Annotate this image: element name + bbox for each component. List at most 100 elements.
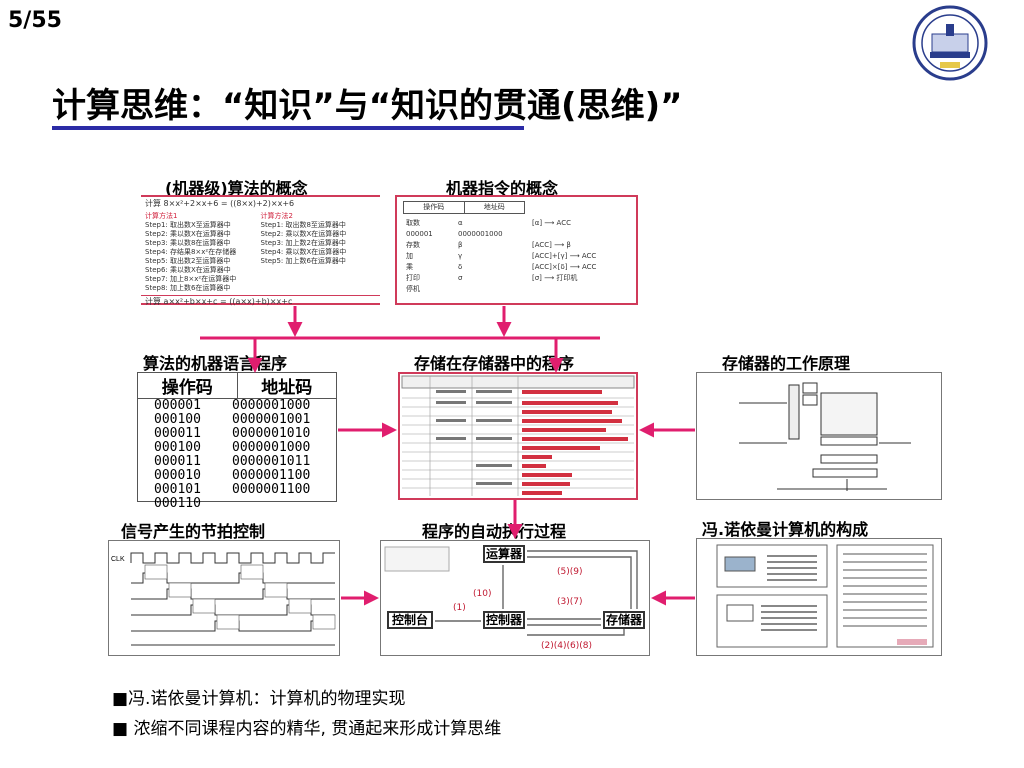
flow-label: (3)(7) <box>557 597 583 607</box>
instruction-name: 加 <box>406 252 413 260</box>
bullet-item: ■冯.诺依曼计算机：计算机的物理实现 <box>112 689 406 709</box>
instruction-col-opcode: 操作码 <box>404 202 465 213</box>
instruction-panel-title: 机器指令的概念 <box>446 179 559 198</box>
instruction-name: 取数 <box>406 219 420 227</box>
method2-step: Step1: 取出数8至运算器中 <box>260 221 346 229</box>
opcode-cell: 000011 <box>154 426 201 441</box>
flow-label: (5)(9) <box>557 567 583 577</box>
opcode-cell: 000100 <box>154 412 201 427</box>
method1-step: Step2: 乘以数X在运算器中 <box>145 230 231 238</box>
algorithm-formula-top: 计算 8×x²+2×x+6 = ((8×x)+2)×x+6 <box>145 199 295 208</box>
flow-label: (1) <box>453 603 466 613</box>
algorithm-panel-title: (机器级)算法的概念 <box>165 179 308 198</box>
address-cell: 0000001010 <box>232 426 311 441</box>
method1-step: Step8: 加上数6在运算器中 <box>145 284 231 292</box>
table-row: 加 γ [ACC]+[γ] ⟶ ACC <box>405 251 597 262</box>
auto-execution-panel-title: 程序的自动执行过程 <box>422 522 567 541</box>
table-row: 000101 0000001100 <box>138 483 336 497</box>
timing-diagram: CLK <box>111 552 336 646</box>
instruction-effect: [ACC] ⟶ β <box>532 241 571 249</box>
stored-program-panel <box>398 372 638 500</box>
method2-step: Step3: 加上数2在运算器中 <box>260 239 346 247</box>
instruction-table: 取数 α [α] ⟶ ACC 000001 0000001000 存数 β [ACC] ⟶… <box>405 218 597 295</box>
table-row: 000001 0000001000 <box>405 229 597 240</box>
method1-step: Step5: 取出数2至运算器中 <box>145 257 231 265</box>
table-row: 存数 β [ACC] ⟶ β <box>405 240 597 251</box>
address-cell: 0000001011 <box>232 454 311 469</box>
auto-execution-arrows <box>384 546 638 636</box>
memory-principle-panel <box>696 372 942 500</box>
instruction-col-address: 地址码 <box>483 203 505 211</box>
flow-label: (2)(4)(6)(8) <box>541 641 592 651</box>
instruction-operand: α <box>458 219 463 227</box>
algorithm-panel: 计算 8×x²+2×x+6 = ((8×x)+2)×x+6 计算方法1 Step… <box>141 195 380 307</box>
stored-program-panel-title: 存储在存储器中的程序 <box>414 354 575 373</box>
memory-principle-diagram <box>739 382 911 491</box>
address-cell: 0000001000 <box>232 398 311 413</box>
von-neumann-panel-title: 冯.诺依曼计算机的构成 <box>702 520 869 539</box>
instruction-panel: 操作码 地址码 取数 α [α] ⟶ ACC 000001 0000001000 存数… <box>395 195 638 305</box>
clk-label: CLK <box>111 556 125 563</box>
opcode-cell: 000001 <box>154 398 201 413</box>
method2-step: Step4: 乘以数X在运算器中 <box>260 248 347 256</box>
machine-program-header: 操作码 地址码 <box>138 373 336 399</box>
opcode-cell: 000100 <box>154 440 201 455</box>
method1-step: Step6: 乘以数X在运算器中 <box>145 266 231 274</box>
instruction-name: 乘 <box>406 263 413 271</box>
opcode-cell: 000010 <box>154 468 201 483</box>
machine-program-col-opcode: 操作码 <box>138 373 238 398</box>
instruction-operand: β <box>458 241 463 249</box>
table-row: 停机 <box>405 284 597 295</box>
address-cell: 0000001001 <box>232 412 311 427</box>
table-row: 000011 0000001010 <box>138 427 336 441</box>
table-row: 000100 0000001001 <box>138 413 336 427</box>
auto-execution-panel: 运算器 控制台 控制器 存储器 (5)(9) (10) (1) (3)(7) (… <box>380 540 650 656</box>
method1-step: Step3: 乘以数8在运算器中 <box>145 239 231 247</box>
title-underline <box>52 126 524 130</box>
page-number: 5/55 <box>8 8 62 33</box>
opcode-cell: 000110 <box>154 496 201 511</box>
stored-program-table-graphic <box>401 375 635 496</box>
address-cell: 0000001100 <box>232 468 311 483</box>
method2-title: 计算方法2 <box>260 212 293 220</box>
instruction-effect: [ACC]×[δ] ⟶ ACC <box>532 263 597 271</box>
algorithm-formula-bottom: 计算 a×x²+b×x+c = ((a×x)+b)×x+c <box>141 295 380 307</box>
method2-step: Step5: 加上数6在运算器中 <box>260 257 346 265</box>
method1-title: 计算方法1 <box>145 212 178 220</box>
opcode-cell: 000101 <box>154 482 201 497</box>
instruction-operand: σ <box>458 274 463 282</box>
method1-step: Step4: 存结果8×x²在存储器 <box>145 248 237 256</box>
memory-principle-panel-title: 存储器的工作原理 <box>722 354 851 373</box>
memory-unit: 存储器 <box>603 611 645 629</box>
flow-label: (10) <box>473 589 492 599</box>
instruction-name: 存数 <box>406 241 420 249</box>
bullet-text: 冯.诺依曼计算机：计算机的物理实现 <box>128 689 406 709</box>
signal-timing-panel: CLK <box>108 540 340 656</box>
instruction-operand: δ <box>458 263 463 271</box>
opcode-cell: 000011 <box>154 454 201 469</box>
von-neumann-diagram <box>716 544 934 648</box>
instruction-operand: γ <box>458 252 463 260</box>
console-unit: 控制台 <box>387 611 433 629</box>
table-row: 000010 0000001100 <box>138 469 336 483</box>
bullet-text: 浓缩不同课程内容的精华, 贯通起来形成计算思维 <box>133 719 502 739</box>
instruction-operand: 0000001000 <box>458 230 503 238</box>
machine-program-col-address: 地址码 <box>261 378 313 398</box>
instruction-name: 停机 <box>406 285 420 293</box>
method1-step: Step1: 取出数X至运算器中 <box>145 221 231 229</box>
control-unit: 控制器 <box>483 611 525 629</box>
signal-timing-panel-title: 信号产生的节拍控制 <box>121 522 266 541</box>
von-neumann-panel <box>696 538 942 656</box>
address-cell: 0000001000 <box>232 440 311 455</box>
instruction-name: 000001 <box>406 230 433 238</box>
university-seal-logo <box>912 5 988 81</box>
machine-program-panel: 操作码 地址码 000001 0000001000 000100 000000100… <box>137 372 337 511</box>
instruction-effect: [α] ⟶ ACC <box>532 219 572 227</box>
table-row: 000011 0000001011 <box>138 455 336 469</box>
table-row: 乘 δ [ACC]×[δ] ⟶ ACC <box>405 262 597 273</box>
address-cell: 0000001100 <box>232 482 311 497</box>
instruction-effect: [ACC]+[γ] ⟶ ACC <box>532 252 597 260</box>
method1-step: Step7: 加上8×x²在运算器中 <box>145 275 237 283</box>
